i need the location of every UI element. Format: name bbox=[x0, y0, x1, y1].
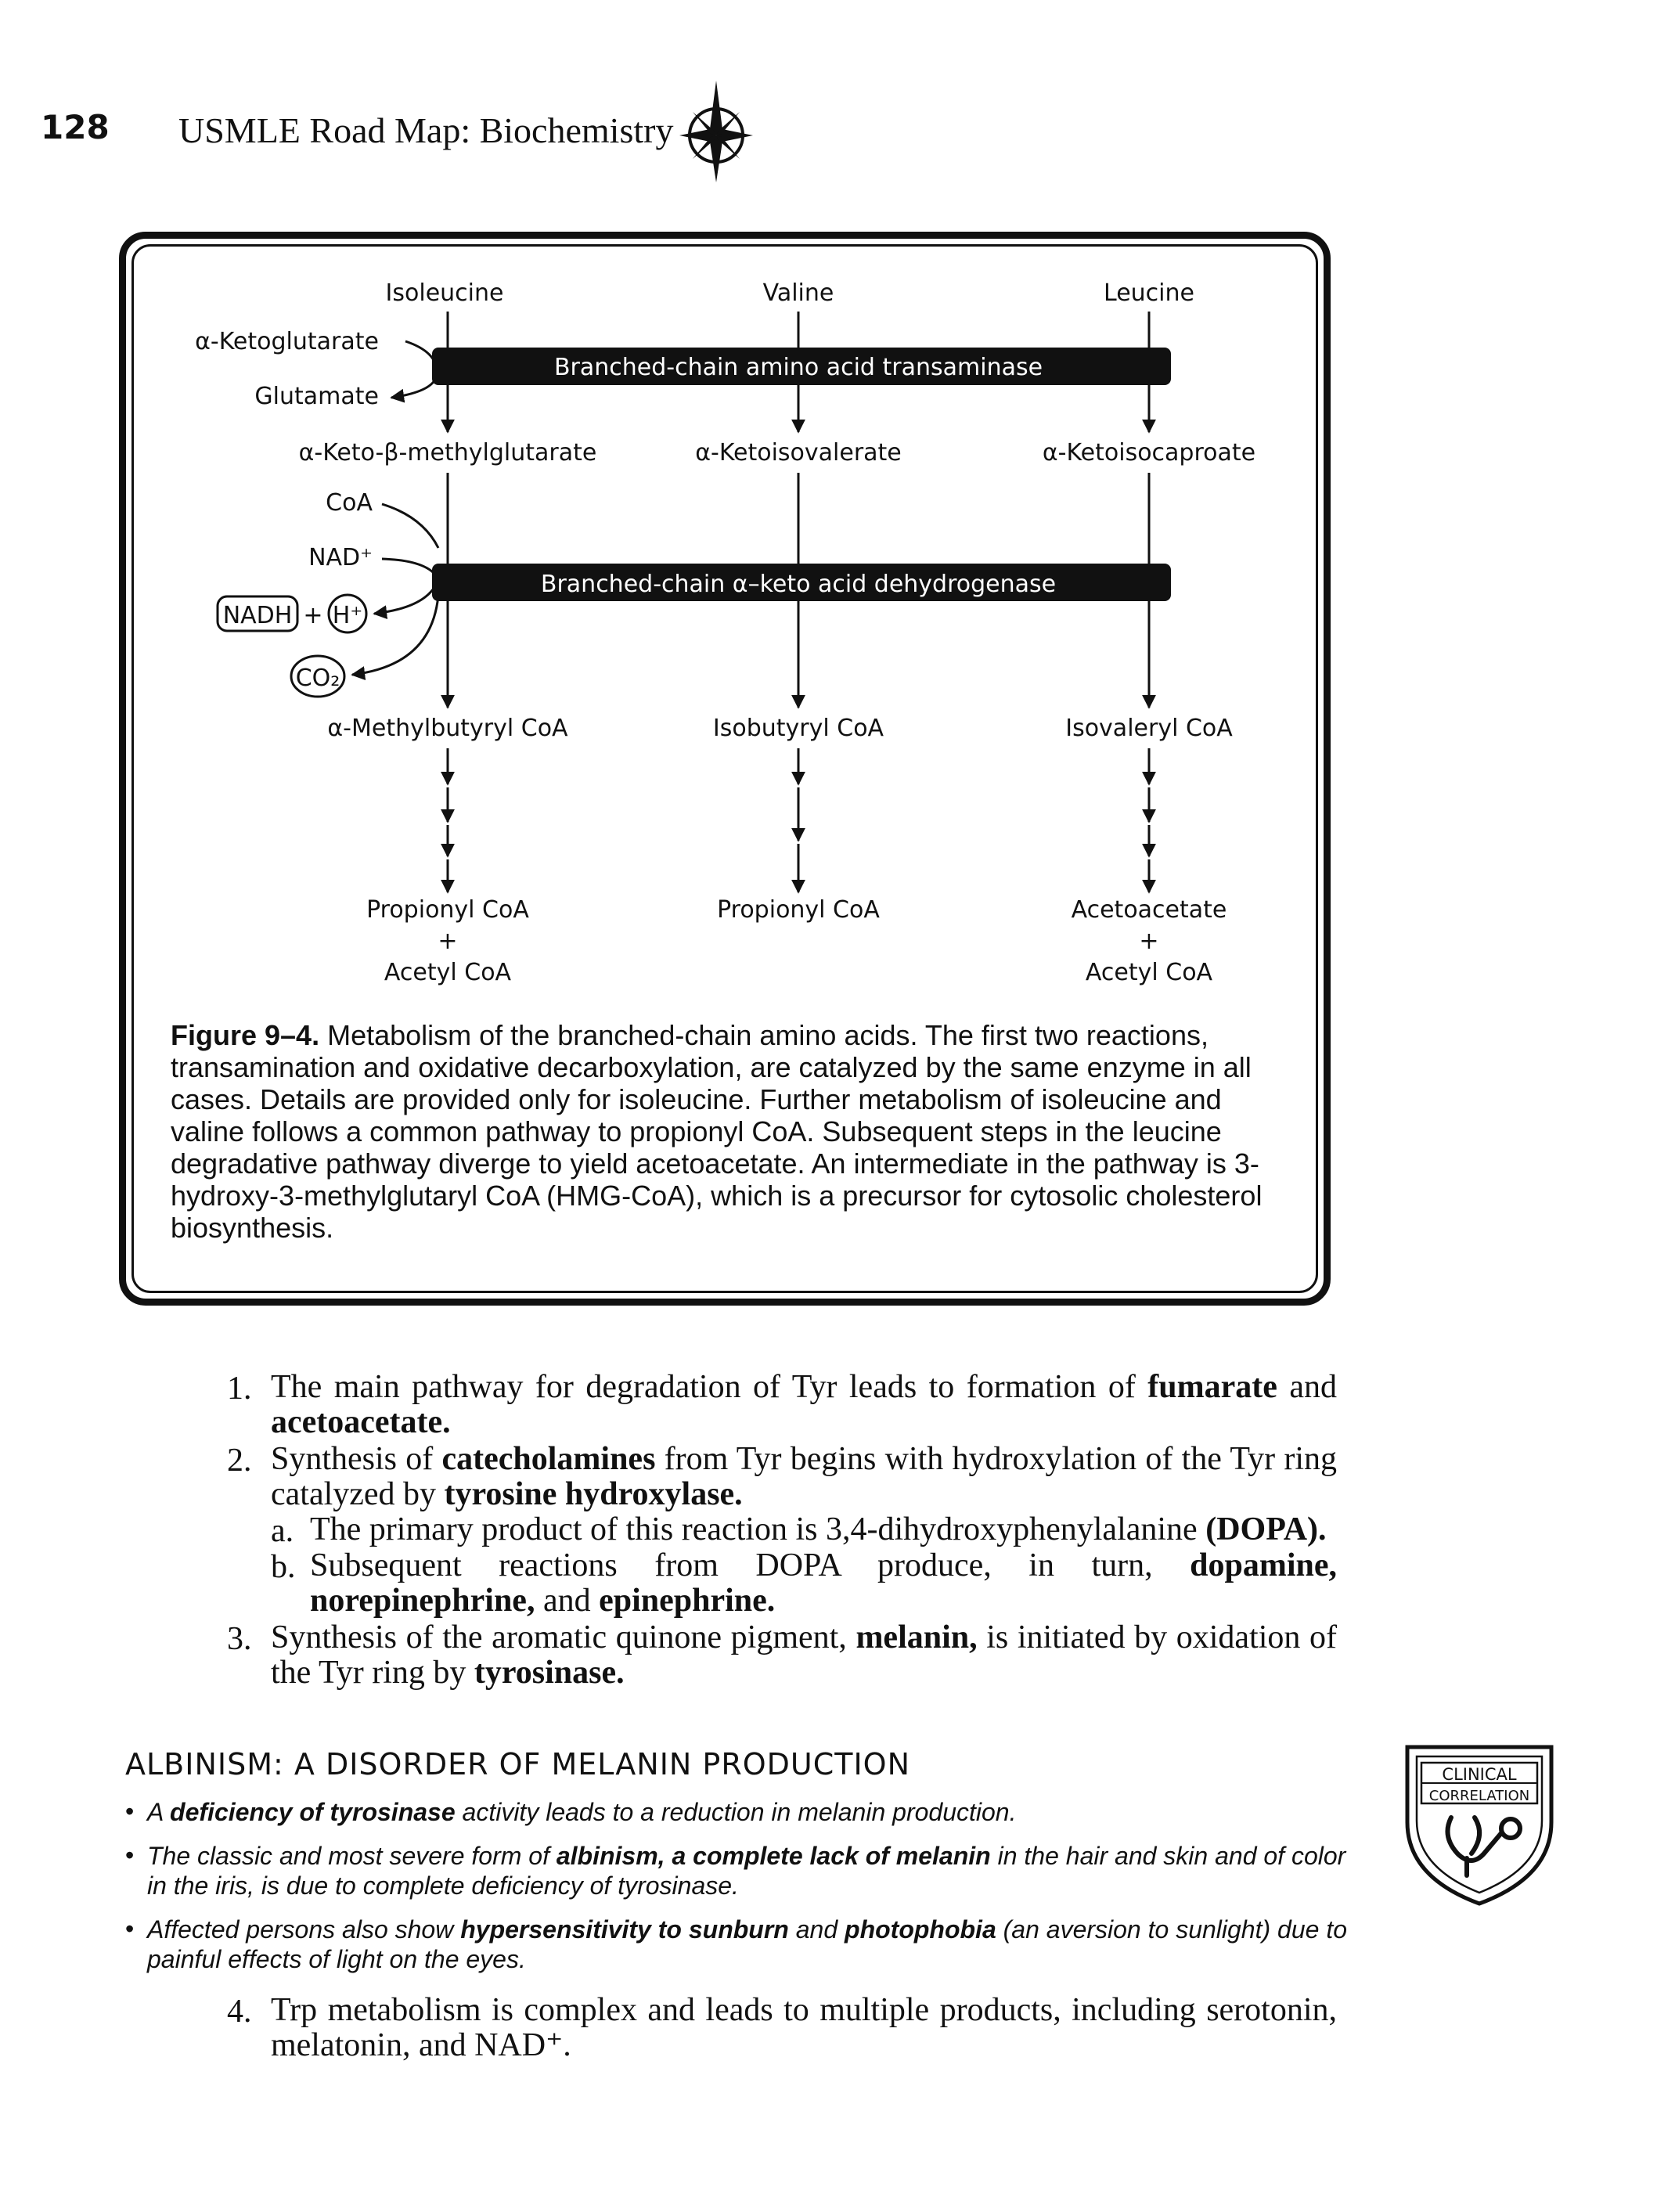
bullet-item: The classic and most severe form of albi… bbox=[147, 1841, 1353, 1900]
compass-rose-icon bbox=[679, 81, 753, 182]
list-bold: dopamine, norepinephrine, bbox=[310, 1547, 1337, 1619]
list-text: Trp metabolism is complex and leads to m… bbox=[271, 1992, 1337, 2063]
list-bold: epinephrine. bbox=[599, 1583, 776, 1619]
plus-sign: + bbox=[303, 602, 322, 629]
enzyme-dehydrogenase-label: Branched-chain α–keto acid dehydrogenase bbox=[541, 571, 1056, 598]
acyl-coa-label: α-Methylbutyryl CoA bbox=[327, 715, 568, 742]
badge-line-1: CLINICAL bbox=[1442, 1765, 1516, 1784]
product-label: Acetoacetate bbox=[1072, 896, 1227, 924]
figure-frame bbox=[119, 232, 1331, 1306]
list-letter: b. bbox=[271, 1549, 296, 1585]
section-heading: ALBINISM: A DISORDER OF MELANIN PRODUCTI… bbox=[125, 1747, 911, 1781]
co2-arc bbox=[351, 594, 440, 681]
list-number: 3. bbox=[227, 1621, 252, 1657]
bullet-text: A bbox=[147, 1798, 171, 1826]
list-bold: acetoacetate. bbox=[271, 1404, 451, 1440]
h-plus-circle bbox=[327, 593, 368, 634]
coa-arc bbox=[381, 503, 440, 549]
list-number: 1. bbox=[227, 1371, 252, 1407]
list-number: 2. bbox=[227, 1443, 252, 1479]
bullet-text: in the hair and skin and of color in the… bbox=[147, 1842, 1346, 1900]
bullet-bold: deficiency of tyrosinase bbox=[170, 1798, 456, 1826]
clinical-correlation-badge: CLINICAL CORRELATION bbox=[1405, 1745, 1554, 1906]
list-text: and bbox=[535, 1583, 600, 1619]
glutamate-label: Glutamate bbox=[254, 383, 379, 410]
amino-acid-label: Leucine bbox=[1104, 279, 1194, 307]
keto-acid-label: α-Ketoisocaproate bbox=[1043, 439, 1255, 467]
enzyme-transaminase-label: Branched-chain amino acid transaminase bbox=[554, 354, 1043, 381]
h-plus-label: H⁺ bbox=[333, 602, 362, 629]
caption-label: Figure 9–4. bbox=[171, 1019, 320, 1051]
list-bold: catecholamines bbox=[441, 1441, 656, 1477]
list-bold: melanin, bbox=[856, 1619, 978, 1655]
pathway-diagram: Isoleucine Valine Leucine α-Ketoglutarat… bbox=[195, 279, 1255, 986]
product-label: Acetyl CoA bbox=[384, 959, 512, 986]
bullet-bold: albinism, a complete lack of melanin bbox=[556, 1842, 991, 1870]
list-item: Synthesis of the aromatic quinone pigmen… bbox=[271, 1620, 1337, 1691]
list-item: The main pathway for degradation of Tyr … bbox=[271, 1370, 1337, 1440]
list-item: The primary product of this reaction is … bbox=[310, 1512, 1337, 1547]
list-bold: fumarate bbox=[1147, 1369, 1277, 1405]
keto-acid-label: α-Keto-β-methylglutarate bbox=[299, 439, 597, 467]
acyl-coa-label: Isovaleryl CoA bbox=[1065, 715, 1233, 742]
list-text: and bbox=[1277, 1369, 1337, 1405]
nad-label: NAD⁺ bbox=[308, 544, 373, 571]
coa-label: CoA bbox=[326, 489, 373, 517]
enzyme-bar-transaminase bbox=[432, 348, 1171, 385]
list-item: Subsequent reactions from DOPA produce, … bbox=[310, 1548, 1337, 1619]
figure-caption: Figure 9–4. Metabolism of the branched-c… bbox=[171, 1019, 1282, 1244]
amino-acid-label: Valine bbox=[763, 279, 834, 307]
list-item: Synthesis of catecholamines from Tyr beg… bbox=[271, 1442, 1337, 1512]
list-text: The main pathway for degradation of Tyr … bbox=[271, 1369, 1148, 1405]
amino-acid-label: Isoleucine bbox=[386, 279, 504, 307]
bullet-text: Affected persons also show bbox=[147, 1915, 461, 1944]
list-bold: tyrosinase. bbox=[474, 1655, 625, 1691]
badge-line-2: CORRELATION bbox=[1429, 1788, 1529, 1804]
co2-label: CO₂ bbox=[296, 665, 340, 692]
list-text: Synthesis of bbox=[271, 1441, 442, 1477]
list-letter: a. bbox=[271, 1513, 294, 1549]
bullet-text: activity leads to a reduction in melanin… bbox=[455, 1798, 1017, 1826]
list-item: Trp metabolism is complex and leads to m… bbox=[271, 1993, 1337, 2063]
nadh-label: NADH bbox=[223, 602, 293, 629]
product-label: Propionyl CoA bbox=[717, 896, 880, 924]
enzyme-bar-dehydrogenase bbox=[432, 564, 1171, 601]
acyl-coa-label: Isobutyryl CoA bbox=[713, 715, 884, 742]
bullet-text: and bbox=[788, 1915, 845, 1944]
list-bold: (DOPA). bbox=[1205, 1511, 1327, 1547]
co2-circle bbox=[290, 654, 346, 698]
product-plus: + bbox=[438, 928, 457, 955]
list-text: is initiated by oxidation of the Tyr rin… bbox=[271, 1619, 1338, 1691]
bullet-marker: • bbox=[125, 1797, 135, 1825]
list-number: 4. bbox=[227, 1994, 252, 2030]
bullet-text: (an aversion to sunlight) due to painful… bbox=[147, 1915, 1347, 1973]
list-text: Subsequent reactions from DOPA produce, … bbox=[310, 1547, 1191, 1583]
bullet-item: A deficiency of tyrosinase activity lead… bbox=[147, 1797, 1368, 1827]
running-title: USMLE Road Map: Biochemistry bbox=[178, 110, 674, 150]
nadh-box bbox=[216, 595, 299, 632]
ketoglutarate-label: α-Ketoglutarate bbox=[195, 328, 379, 355]
product-label: Acetyl CoA bbox=[1086, 959, 1213, 986]
product-plus: + bbox=[1139, 928, 1158, 955]
list-text: from Tyr begins with hydroxylation of th… bbox=[271, 1441, 1337, 1512]
list-text: Synthesis of the aromatic quinone pigmen… bbox=[271, 1619, 856, 1655]
bullet-text: The classic and most severe form of bbox=[147, 1842, 557, 1870]
caption-text: Metabolism of the branched-chain amino a… bbox=[171, 1019, 1263, 1244]
keto-acid-label: α-Ketoisovalerate bbox=[695, 439, 902, 467]
nad-arc bbox=[381, 557, 440, 580]
bullet-bold: hypersensitivity to sunburn bbox=[460, 1915, 789, 1944]
h-plus-arc bbox=[373, 578, 440, 620]
bullet-bold: photophobia bbox=[845, 1915, 996, 1944]
list-bold: tyrosine hydroxylase. bbox=[444, 1476, 743, 1512]
list-text: The primary product of this reaction is … bbox=[310, 1511, 1206, 1547]
figure-frame-inner bbox=[131, 244, 1318, 1293]
bullet-item: Affected persons also show hypersensitiv… bbox=[147, 1915, 1353, 1974]
stethoscope-icon bbox=[1445, 1815, 1522, 1878]
cofactor-arc bbox=[390, 340, 438, 403]
bullet-marker: • bbox=[125, 1915, 135, 1943]
page-number: 128 bbox=[41, 108, 110, 146]
bullet-marker: • bbox=[125, 1841, 135, 1869]
product-label: Propionyl CoA bbox=[366, 896, 529, 924]
